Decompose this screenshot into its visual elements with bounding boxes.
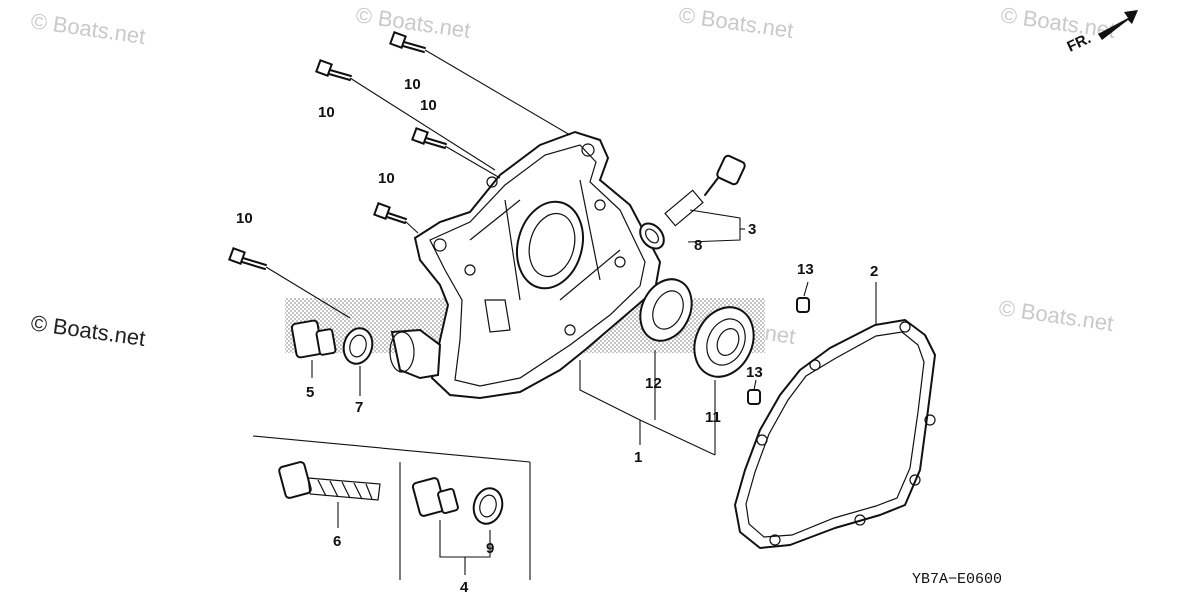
watermark: © Boats.net bbox=[29, 310, 147, 351]
leader-line bbox=[424, 49, 571, 136]
callout-6: 6 bbox=[333, 533, 341, 550]
watermark: © Boats.net bbox=[29, 8, 147, 49]
callout-7: 7 bbox=[355, 399, 363, 416]
flange-bolt bbox=[389, 31, 426, 53]
flange-bolt bbox=[373, 202, 407, 224]
watermark: © Boats.net bbox=[997, 295, 1115, 336]
callout-10: 10 bbox=[236, 210, 253, 227]
callout-4: 4 bbox=[460, 579, 469, 596]
leader-line bbox=[444, 145, 501, 179]
callout-13: 13 bbox=[746, 364, 763, 381]
washer bbox=[342, 327, 374, 365]
dowel-pin bbox=[747, 389, 761, 405]
dipstick-alt bbox=[278, 461, 381, 501]
callout-9: 9 bbox=[486, 540, 494, 557]
callout-11: 11 bbox=[705, 409, 721, 426]
flange-bolt bbox=[228, 247, 267, 270]
leader-line bbox=[349, 77, 496, 171]
dowel-pin bbox=[796, 297, 810, 313]
flange-bolt bbox=[315, 59, 352, 81]
radial-ball-bearing bbox=[693, 306, 755, 378]
flange-bolt bbox=[411, 127, 447, 149]
dipstick bbox=[664, 154, 746, 227]
diagram-code: YB7A−E0600 bbox=[912, 571, 1002, 588]
callout-10: 10 bbox=[404, 76, 421, 93]
watermark: © Boats.net bbox=[677, 2, 795, 43]
callout-3: 3 bbox=[748, 221, 756, 238]
callout-10: 10 bbox=[378, 170, 395, 187]
oil-filler-cap-alt bbox=[411, 477, 459, 517]
case-cover-gasket bbox=[734, 319, 936, 549]
callout-1: 1 bbox=[634, 449, 642, 466]
watermark: © Boats.net bbox=[354, 2, 472, 43]
callout-2: 2 bbox=[870, 263, 878, 280]
washer-alt bbox=[472, 487, 504, 525]
group-bracket bbox=[579, 360, 716, 456]
callout-10: 10 bbox=[420, 97, 437, 114]
callout-8: 8 bbox=[694, 237, 702, 254]
callout-12: 12 bbox=[645, 375, 662, 392]
callout-13: 13 bbox=[797, 261, 814, 278]
leader-line bbox=[803, 281, 809, 297]
oil-filler-neck bbox=[389, 328, 442, 380]
oil-filler-cap bbox=[290, 319, 337, 359]
section-divider bbox=[252, 435, 531, 463]
leader-line bbox=[265, 266, 351, 319]
crankcase-cover bbox=[413, 130, 662, 400]
callout-5: 5 bbox=[306, 384, 314, 401]
oil-seal bbox=[639, 278, 693, 342]
leader-line bbox=[404, 220, 419, 234]
callout-10: 10 bbox=[318, 104, 335, 121]
o-ring bbox=[639, 222, 665, 250]
watermark: © Boats.net bbox=[999, 2, 1117, 43]
leader-line bbox=[753, 379, 757, 391]
group-bracket bbox=[439, 520, 491, 558]
